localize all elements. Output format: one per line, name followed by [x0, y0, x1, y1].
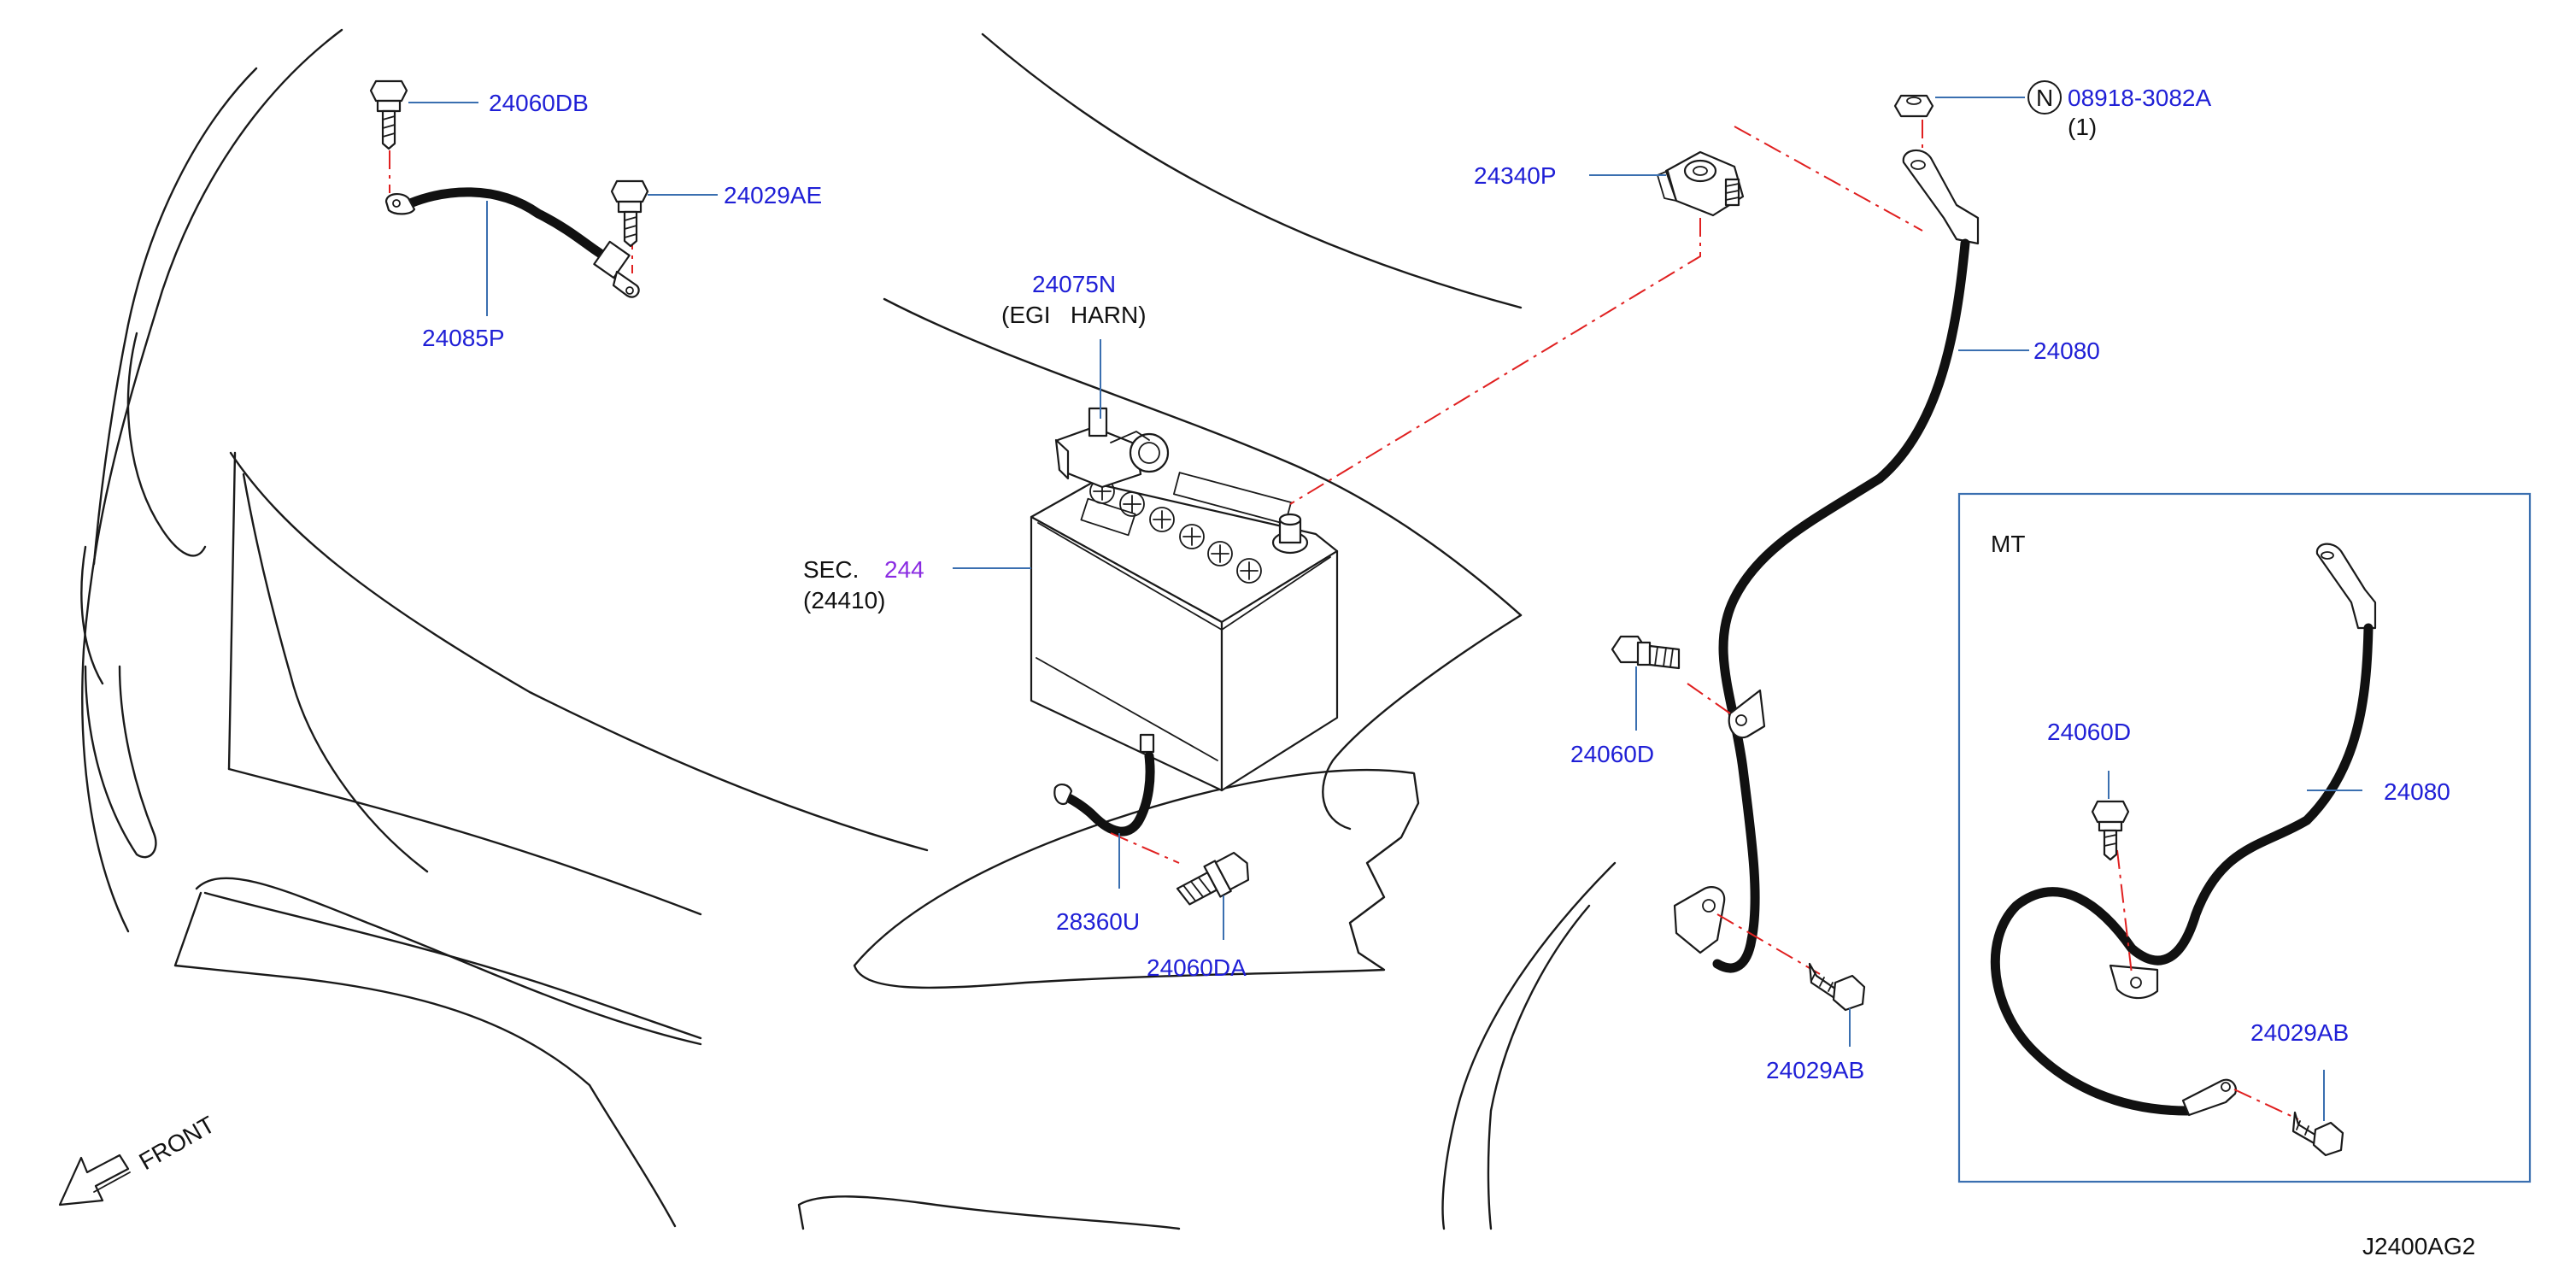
label-mt-24029ab: 24029AB: [2250, 1019, 2349, 1046]
label-sec-prefix: SEC.: [803, 556, 859, 583]
label-24085p: 24085P: [422, 325, 505, 351]
front-direction-arrow: [58, 1154, 131, 1206]
positive-terminal-post: [1271, 513, 1309, 555]
bolt-24060da: [1176, 851, 1250, 906]
mt-cable-clip-bracket: [2109, 964, 2159, 1000]
label-24029ae: 24029AE: [724, 182, 822, 208]
label-24410: (24410): [803, 587, 886, 613]
cable-24080: [1712, 238, 1970, 973]
nut-08918: [1893, 94, 1934, 118]
mt-cable-top-terminal: [2315, 543, 2377, 630]
cable-ring-terminal: [1902, 149, 1980, 245]
label-08918-3082a: 08918-3082A: [2068, 85, 2211, 111]
label-nut-symbol: N: [2036, 85, 2053, 111]
leader-lines: [408, 97, 2362, 1121]
nut-symbol-circle: [2027, 80, 2062, 114]
battery-ground-tab: [1139, 733, 1155, 754]
cable-end-bracket: [1673, 886, 1726, 954]
label-24029ab: 24029AB: [1766, 1057, 1864, 1083]
terminal-24340p: [1657, 150, 1745, 217]
bolt-24029ab: [1808, 962, 1866, 1012]
mt-bolt-24029ab: [2291, 1111, 2344, 1157]
label-24060db: 24060DB: [489, 90, 589, 116]
mt-bolt-24060d: [2091, 800, 2130, 861]
mt-variant-inset: [1957, 492, 2532, 1183]
label-egi-harn: (EGI HARN): [1001, 302, 1147, 328]
label-front: FRONT: [135, 1111, 220, 1175]
battery-vent-caps: [1089, 478, 1262, 584]
ground-cable-28360u-assembly: [1053, 751, 1250, 906]
battery-24410: [1030, 407, 1339, 792]
label-drawing-code: J2400AG2: [2362, 1233, 2475, 1259]
cable-clip-bracket: [1728, 689, 1766, 739]
label-qty-1: (1): [2068, 114, 2097, 140]
positive-cable-assembly: [1289, 94, 1980, 1012]
bolt-24060db: [369, 79, 408, 150]
mt-cable-24080: [1990, 623, 2374, 1116]
cable-24085p: [405, 187, 610, 261]
label-sec-244[interactable]: 244: [884, 556, 924, 583]
ground-cable-24085p-assembly: [369, 79, 649, 298]
vehicle-body-outline: [80, 28, 1617, 1230]
label-28360u: 28360U: [1056, 908, 1140, 935]
label-24060d: 24060D: [1570, 741, 1654, 767]
cable-terminal-right: [612, 270, 640, 298]
bolt-24060d: [1611, 635, 1681, 670]
label-mt-24060d: 24060D: [2047, 719, 2131, 745]
bolt-24029ae: [610, 179, 649, 248]
label-24075n: 24075N: [1032, 271, 1116, 297]
label-24060da: 24060DA: [1147, 954, 1247, 981]
mt-cable-end-terminal: [2181, 1078, 2237, 1117]
part-labels: 24060DB 24029AE 24085P 24075N (EGI HARN)…: [135, 85, 2476, 1259]
label-24080: 24080: [2033, 338, 2100, 364]
negative-terminal-connector: [1054, 407, 1170, 489]
label-mt-24080: 24080: [2384, 778, 2450, 805]
label-24340p: 24340P: [1474, 162, 1557, 189]
label-mt-title: MT: [1991, 531, 2025, 557]
cable-28360u: [1056, 751, 1155, 837]
